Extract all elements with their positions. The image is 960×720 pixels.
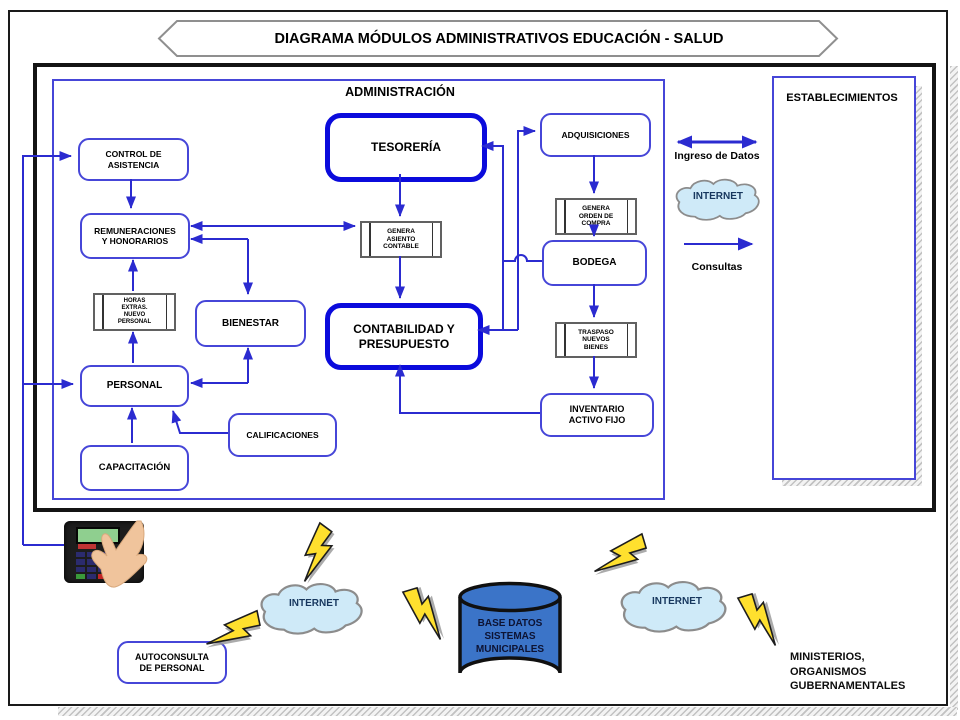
internet-label-left: INTERNET [289, 598, 339, 609]
consultas-label: Consultas [691, 261, 743, 273]
node-label: INVENTARIO ACTIVO FIJO [568, 404, 626, 425]
node-genera-asiento-contable: GENERA ASIENTO CONTABLE [360, 221, 442, 258]
node-label: CALIFICACIONES [246, 429, 319, 440]
internet-label-right: INTERNET [652, 596, 702, 607]
node-calificaciones: CALIFICACIONES [228, 413, 337, 457]
node-label: BODEGA [572, 257, 617, 269]
node-label: CONTABILIDAD Y PRESUPUESTO [353, 322, 455, 351]
establecimientos-box [772, 76, 916, 480]
ministerios-label: MINISTERIOS, ORGANISMOS GUBERNAMENTALES [790, 651, 906, 693]
node-personal: PERSONAL [80, 365, 189, 407]
node-label: CONTROL DE ASISTENCIA [105, 149, 162, 170]
ingreso-de-datos-label: Ingreso de Datos [674, 150, 760, 162]
node-capacitacion: CAPACITACIÓN [80, 445, 189, 491]
timeclock-brand-chip [78, 544, 96, 549]
node-horas-extras-nuevo-personal: HORAS EXTRAS. NUEVO PERSONAL [93, 293, 176, 331]
node-label: BIENESTAR [221, 317, 280, 329]
node-label: GENERA ORDEN DE COMPRA [578, 205, 614, 228]
node-label: AUTOCONSULTA DE PERSONAL [135, 651, 209, 673]
node-bienestar: BIENESTAR [195, 300, 306, 347]
node-label: HORAS EXTRAS. NUEVO PERSONAL [117, 297, 152, 326]
node-genera-orden-de-compra: GENERA ORDEN DE COMPRA [555, 198, 637, 235]
hand-icon [91, 520, 148, 588]
node-label: ADQUISICIONES [561, 129, 630, 140]
node-contabilidad-presupuesto: CONTABILIDAD Y PRESUPUESTO [325, 303, 483, 370]
node-label: PERSONAL [106, 380, 163, 392]
node-autoconsulta-de-personal: AUTOCONSULTA DE PERSONAL [117, 641, 227, 684]
node-bodega: BODEGA [542, 240, 647, 286]
node-traspaso-nuevos-bienes: TRASPASO NUEVOS BIENES [555, 322, 637, 358]
internet-label-channel: INTERNET [693, 191, 743, 202]
node-remuneraciones: REMUNERACIONES Y HONORARIOS [80, 213, 190, 259]
timeclock-device [63, 519, 163, 593]
node-label: TRASPASO NUEVOS BIENES [578, 328, 614, 351]
diagram-title: DIAGRAMA MÓDULOS ADMINISTRATIVOS EDUCACI… [274, 31, 724, 47]
node-label: GENERA ASIENTO CONTABLE [383, 228, 419, 251]
node-control-de-asistencia: CONTROL DE ASISTENCIA [78, 138, 189, 181]
node-adquisiciones: ADQUISICIONES [540, 113, 651, 157]
node-inventario-activo-fijo: INVENTARIO ACTIVO FIJO [540, 393, 654, 437]
establecimientos-label: ESTABLECIMIENTOS [786, 92, 898, 104]
node-label: REMUNERACIONES Y HONORARIOS [94, 225, 176, 246]
database-label: BASE DATOS SISTEMAS MUNICIPALES [475, 618, 545, 655]
node-label: TESORERÍA [370, 140, 441, 155]
node-label: CAPACITACIÓN [98, 462, 171, 474]
administracion-label: ADMINISTRACIÓN [345, 85, 455, 99]
frame-shadow-right [950, 66, 958, 710]
node-tesoreria: TESORERÍA [325, 113, 487, 182]
frame-shadow-bottom [58, 707, 957, 716]
